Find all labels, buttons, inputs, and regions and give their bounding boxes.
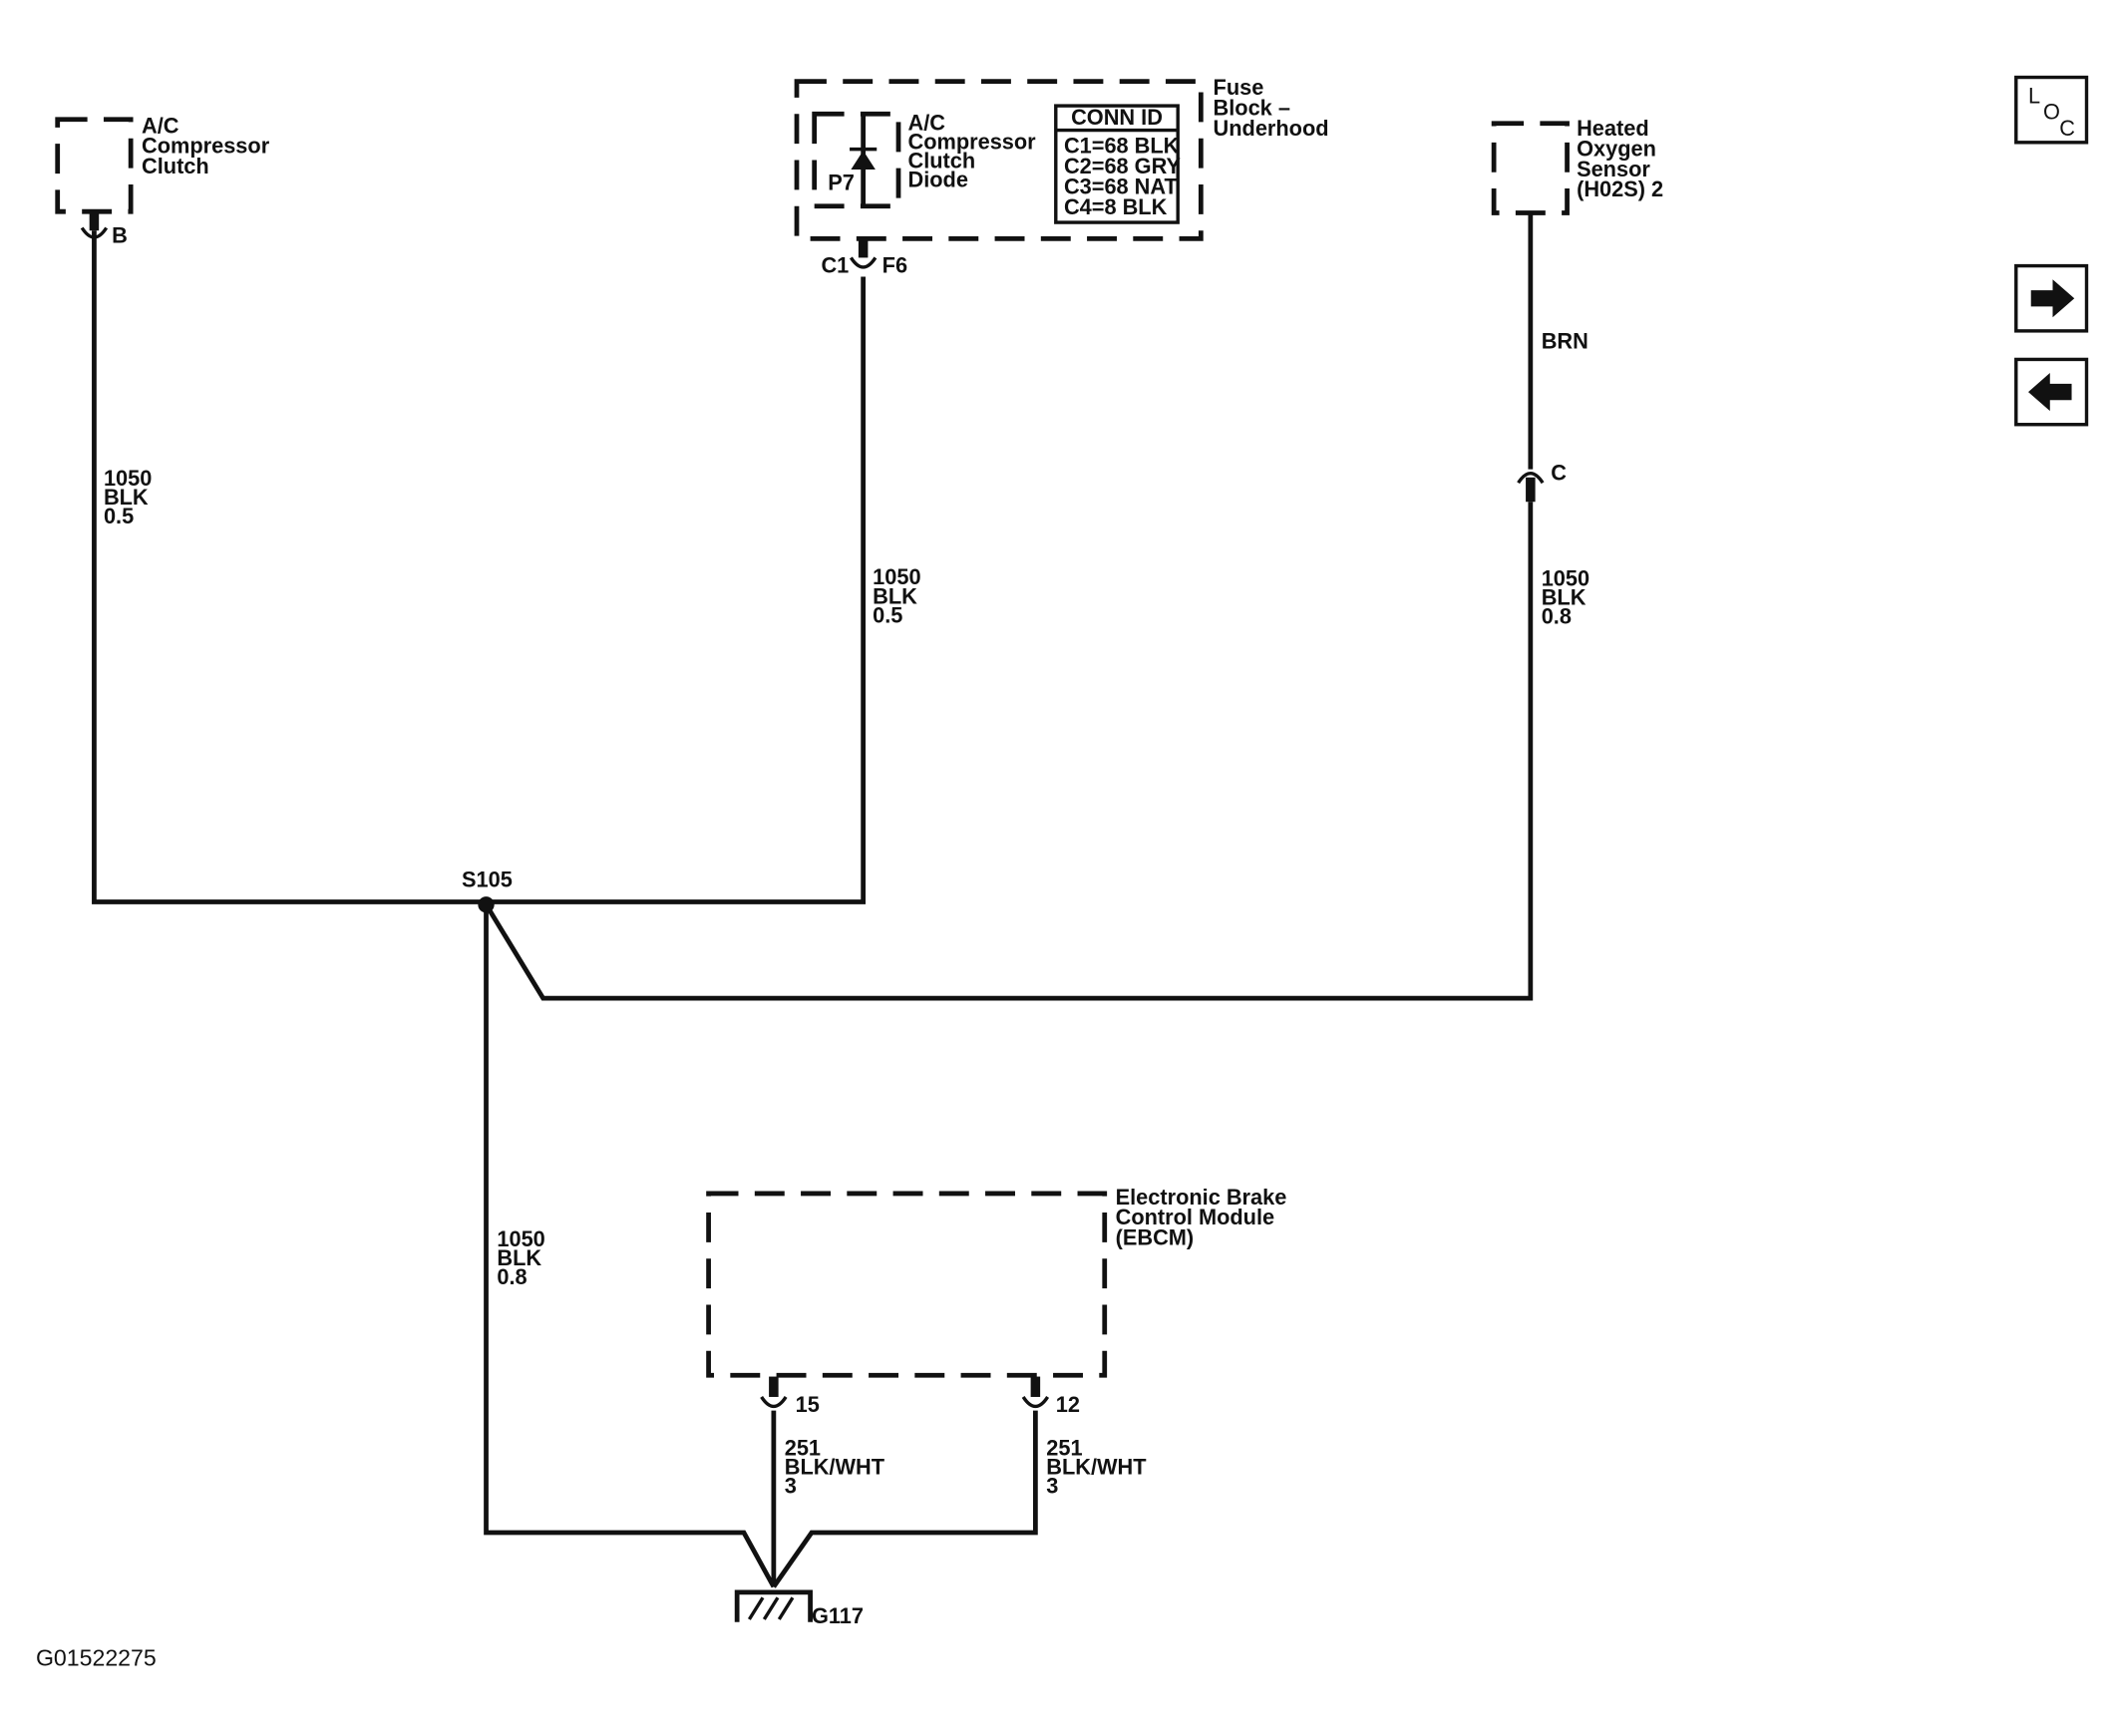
ac-compressor-clutch-diode: P7 A/C Compressor Clutch Diode [812, 111, 1037, 209]
brn-wire-label: BRN [1542, 329, 1588, 354]
heated-oxygen-sensor: Heated Oxygen Sensor (H02S) 2 [1491, 116, 1663, 215]
fuse-block-connector: C1 F6 [821, 238, 907, 277]
svg-text:L: L [2028, 83, 2040, 108]
svg-text:O: O [2043, 100, 2060, 125]
arrow-right-icon [2030, 279, 2075, 318]
splice-s105: S105 [462, 868, 513, 913]
svg-text:F6: F6 [882, 252, 907, 277]
svg-text:C1: C1 [821, 252, 849, 277]
svg-text:Underhood: Underhood [1214, 116, 1329, 141]
svg-text:3: 3 [785, 1474, 797, 1499]
svg-text:C: C [1551, 460, 1567, 485]
ground-icon [734, 1589, 813, 1622]
svg-text:Control Module: Control Module [1116, 1205, 1274, 1229]
wire-label-middle: 1050 BLK 0.5 [873, 564, 920, 627]
ebcm-pin-15: 15 [760, 1376, 820, 1417]
svg-text:C: C [2059, 116, 2075, 141]
wire-label-left: 1050 BLK 0.5 [104, 466, 152, 528]
svg-text:Electronic Brake: Electronic Brake [1116, 1185, 1287, 1210]
svg-text:G117: G117 [812, 1603, 864, 1628]
svg-text:BLK/WHT: BLK/WHT [1046, 1454, 1147, 1479]
svg-text:Sensor: Sensor [1577, 157, 1650, 181]
svg-text:0.5: 0.5 [104, 504, 134, 528]
svg-text:Clutch: Clutch [142, 154, 209, 178]
conn-id-table: CONN ID C1=68 BLK C2=68 GRY C3=68 NAT C4… [1054, 104, 1182, 224]
svg-text:Compressor: Compressor [908, 130, 1037, 155]
svg-text:S105: S105 [462, 868, 513, 892]
svg-text:A/C: A/C [142, 113, 179, 138]
loc-button[interactable]: L O C [2014, 75, 2089, 145]
svg-text:C2=68 GRY: C2=68 GRY [1064, 154, 1182, 178]
arrow-left-icon [2028, 373, 2072, 412]
svg-text:C3=68 NAT: C3=68 NAT [1064, 174, 1179, 199]
prev-button[interactable] [2014, 357, 2089, 427]
svg-text:1050: 1050 [1542, 566, 1589, 591]
ground-g117: G117 [734, 1589, 864, 1628]
svg-text:P7: P7 [828, 170, 855, 194]
wire-label-lower: 1050 BLK 0.8 [497, 1226, 544, 1289]
svg-text:Compressor: Compressor [142, 134, 270, 159]
inline-connector-c: C [1517, 460, 1567, 503]
svg-text:B: B [112, 222, 128, 247]
svg-text:1050: 1050 [497, 1226, 544, 1251]
svg-text:Heated: Heated [1577, 116, 1649, 141]
svg-text:15: 15 [796, 1392, 820, 1417]
fuse-block-underhood: Fuse Block – Underhood [794, 75, 1329, 241]
svg-text:3: 3 [1046, 1474, 1058, 1499]
wire-label-ebcm-12: 251 BLK/WHT 3 [1046, 1435, 1147, 1498]
svg-text:CONN ID: CONN ID [1071, 105, 1163, 130]
svg-text:A/C: A/C [908, 111, 946, 136]
svg-text:0.8: 0.8 [1542, 604, 1572, 629]
svg-text:Clutch: Clutch [908, 149, 976, 174]
svg-text:Oxygen: Oxygen [1577, 136, 1656, 161]
svg-text:BLK: BLK [873, 583, 917, 608]
svg-text:Diode: Diode [908, 168, 968, 192]
ac-clutch-connector: B [80, 211, 128, 247]
svg-text:BLK/WHT: BLK/WHT [785, 1454, 885, 1479]
wire-label-right: 1050 BLK 0.8 [1542, 566, 1589, 629]
svg-text:Fuse: Fuse [1214, 75, 1264, 100]
svg-text:BLK: BLK [497, 1245, 541, 1270]
svg-text:(H02S) 2: (H02S) 2 [1577, 176, 1663, 201]
svg-text:C4=8 BLK: C4=8 BLK [1064, 194, 1168, 219]
ebcm: Electronic Brake Control Module (EBCM) [706, 1185, 1287, 1378]
ebcm-pin-12: 12 [1021, 1376, 1080, 1417]
svg-text:BLK: BLK [104, 485, 149, 510]
svg-text:251: 251 [1046, 1435, 1082, 1460]
svg-text:12: 12 [1056, 1392, 1080, 1417]
svg-text:C1=68 BLK: C1=68 BLK [1064, 134, 1180, 159]
wires [92, 212, 1534, 1588]
svg-text:0.5: 0.5 [873, 602, 902, 627]
ac-compressor-clutch: A/C Compressor Clutch [55, 113, 270, 214]
svg-text:Block –: Block – [1214, 96, 1290, 121]
svg-text:BLK: BLK [1542, 585, 1587, 610]
figure-id: G01522275 [36, 1644, 157, 1670]
svg-text:0.8: 0.8 [497, 1264, 527, 1289]
svg-text:1050: 1050 [104, 466, 152, 491]
next-button[interactable] [2014, 263, 2089, 333]
wire-label-ebcm-15: 251 BLK/WHT 3 [785, 1435, 885, 1498]
svg-text:1050: 1050 [873, 564, 920, 589]
svg-text:251: 251 [785, 1435, 821, 1460]
svg-text:(EBCM): (EBCM) [1116, 1225, 1195, 1250]
diode-icon [851, 150, 876, 171]
